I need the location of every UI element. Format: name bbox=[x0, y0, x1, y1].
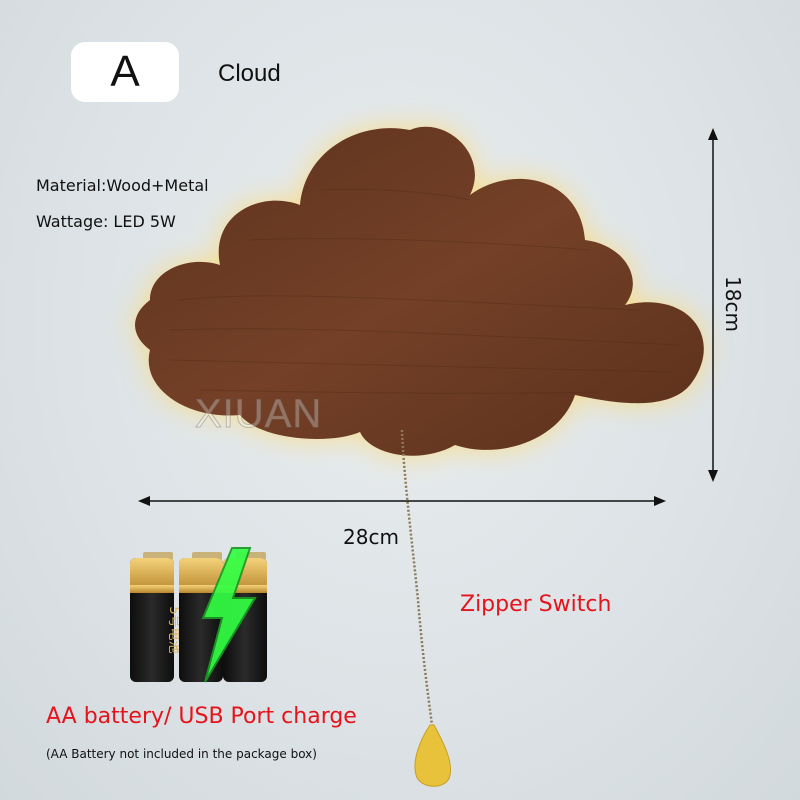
zipper-switch-label: Zipper Switch bbox=[460, 592, 612, 617]
battery-1: 5号电池 bbox=[130, 552, 181, 682]
watermark: XIUAN bbox=[194, 392, 323, 437]
wood-grain bbox=[169, 188, 681, 394]
variant-letter: A bbox=[110, 47, 140, 96]
battery-note: (AA Battery not included in the package … bbox=[46, 747, 317, 761]
width-label: 28cm bbox=[343, 525, 399, 549]
wattage-spec: Wattage: LED 5W bbox=[36, 212, 176, 231]
variant-badge: A bbox=[71, 42, 179, 102]
material-spec: Material:Wood+Metal bbox=[36, 176, 209, 195]
pull-chain bbox=[400, 429, 452, 787]
cloud-lamp-body bbox=[135, 126, 704, 456]
power-source-label: AA battery/ USB Port charge bbox=[46, 704, 357, 729]
height-dimension-arrow bbox=[708, 128, 718, 482]
battery-illustration: 5号电池 bbox=[130, 547, 267, 683]
svg-text:5号电池: 5号电池 bbox=[166, 606, 181, 653]
width-dimension-arrow bbox=[138, 496, 666, 506]
pull-chain-tassel bbox=[414, 724, 452, 787]
height-label: 18cm bbox=[721, 276, 745, 332]
charge-bolt-icon bbox=[201, 547, 257, 683]
battery-2 bbox=[179, 552, 223, 682]
variant-name: Cloud bbox=[218, 60, 281, 87]
